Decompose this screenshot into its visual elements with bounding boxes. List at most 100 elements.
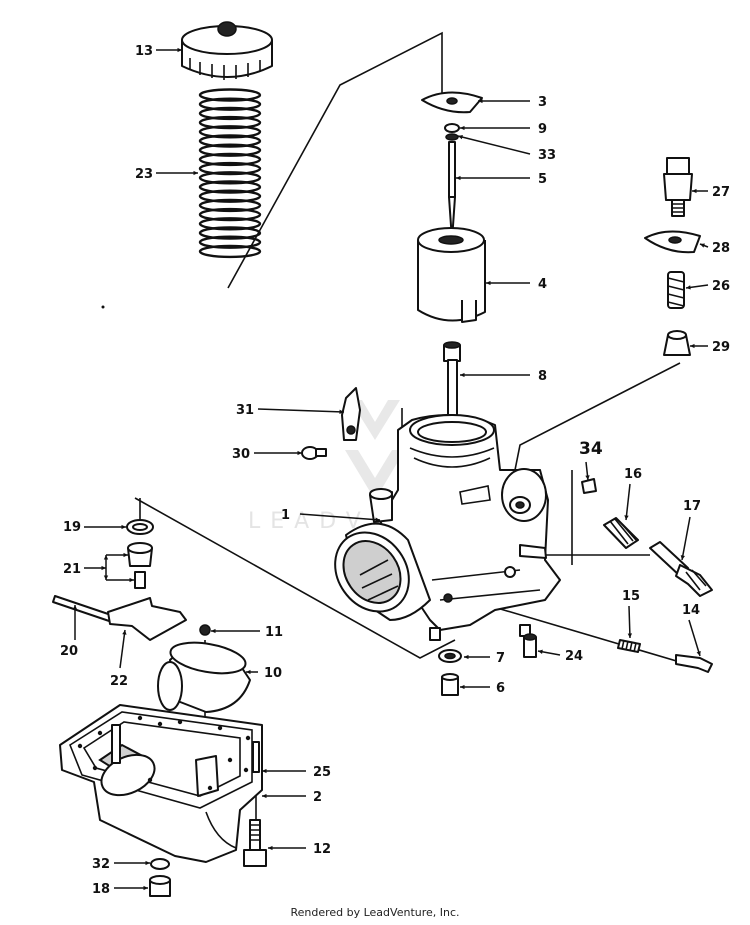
callout-21: 21 [63,562,81,577]
float-arm [107,597,187,641]
mixing-chamber-cap [181,21,273,80]
spring-coil [198,115,262,130]
spring-coil [198,125,262,139]
spring-coil [198,180,262,194]
leader-arrowhead [456,175,461,181]
leader-arrowhead [627,633,633,638]
air-adjusting-screw [649,541,713,597]
gasket-plate [644,230,701,254]
leader-arrowhead [680,555,685,560]
spring-coil [198,134,262,148]
spring-coil [198,171,262,185]
leader-arrowhead [686,285,691,290]
callout-31: 31 [236,403,254,418]
callout-1: 1 [281,508,290,523]
callout-15: 15 [622,589,640,604]
leader-line [457,135,531,155]
callout-25: 25 [313,765,331,780]
throttle-stop-screw [675,654,713,673]
leader-arrowhead [478,98,483,104]
bowl-screw-hole [92,765,98,771]
callout-22: 22 [110,674,128,689]
bowl-screw-hole [227,757,233,763]
leader-arrowhead [700,243,705,248]
leader-arrowhead [696,651,701,656]
float [157,641,251,713]
leader-arrowhead [72,605,78,610]
leader-arrowhead [145,860,150,866]
callout-12: 12 [313,842,331,857]
spring-coil [198,152,262,167]
leader-arrowhead [624,515,629,520]
leader-arrowhead [123,552,128,558]
leader-arrowhead [122,630,127,635]
callout-32: 32 [92,857,110,872]
spring-coil [198,143,262,157]
callout-23: 23 [135,167,153,182]
callout-30: 30 [232,447,250,462]
bowl-screw-hole [97,730,103,736]
cable-bracket [341,387,361,441]
callout-26: 26 [712,279,730,294]
pilot-air-cap [581,478,597,494]
bowl-screw-hole [147,777,153,783]
float-bowl [59,704,263,863]
leader-arrowhead [460,684,465,690]
starter-plunger-spring [667,271,685,309]
leader-arrowhead [143,885,148,891]
callout-27: 27 [712,185,730,200]
leader-arrowhead [460,372,465,378]
callout-19: 19 [63,520,81,535]
callout-34: 34 [579,439,603,459]
leader-arrowhead [486,280,491,286]
spring-coil [198,88,262,102]
leader-arrowhead [101,565,106,571]
spring-coil [198,244,262,259]
leader-arrowhead [692,188,697,194]
bracket-screw [301,446,327,460]
leader-arrowhead [690,343,695,349]
callout-8: 8 [538,369,547,384]
throttle-valve [417,227,486,323]
callout-6: 6 [496,681,505,696]
bowl-screw-hole [137,715,143,721]
bowl-screw-hole [245,735,251,741]
callout-labels: 13 23 3 9 33 5 4 8 27 28 26 29 31 30 1 3… [60,44,730,897]
float-needle-valve [127,542,153,589]
spring-coil [198,226,262,240]
callout-3: 3 [538,95,547,110]
speck [101,305,105,309]
bowl-screw-hole [177,719,183,725]
drain-plug-washer [150,858,170,870]
float-valve-o-ring [126,519,154,535]
leader-line [257,408,345,413]
leader-arrowhead [538,649,543,654]
callout-28: 28 [712,241,730,256]
callout-24: 24 [565,649,583,664]
callout-11: 11 [265,625,283,640]
spring-coil [198,198,262,213]
leader-line [681,516,691,561]
leader-arrowhead [268,845,273,851]
callout-29: 29 [712,340,730,355]
bowl-screw-hole [207,785,213,791]
callout-20: 20 [60,644,78,659]
starter-plunger [663,330,691,356]
leader-arrowhead [585,475,590,480]
leader-line [628,605,631,639]
pilot-jet [523,633,537,658]
rendered-by-credit: Rendered by LeadVenture, Inc. [290,906,460,919]
leader-arrowhead [262,768,267,774]
callout-13: 13 [135,44,153,59]
cable-adjuster-fitting [663,157,693,217]
air-screw-spring [603,517,639,549]
spring-coil [198,235,262,249]
leader-arrowhead [262,793,267,799]
bowl-screw-hole [157,721,163,727]
callout-5: 5 [538,172,547,187]
callout-4: 4 [538,277,547,292]
callout-7: 7 [496,651,505,666]
spring-coil [198,106,262,121]
leader-arrowhead [129,577,134,583]
